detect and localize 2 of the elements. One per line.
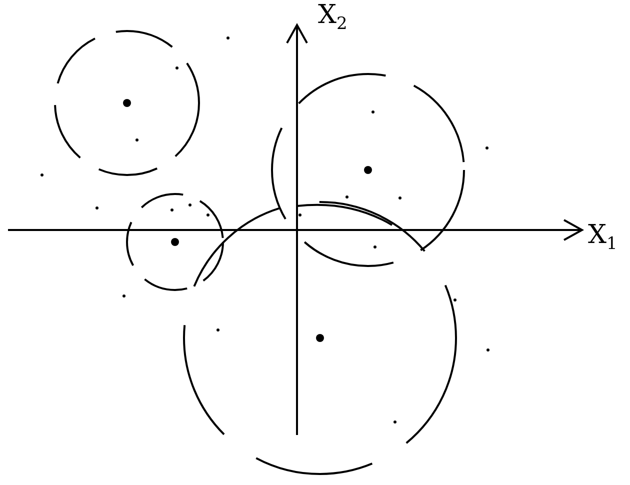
axis-label: X$_{1}$ <box>588 222 618 254</box>
axis-label: X$_{2}$ <box>318 2 348 34</box>
